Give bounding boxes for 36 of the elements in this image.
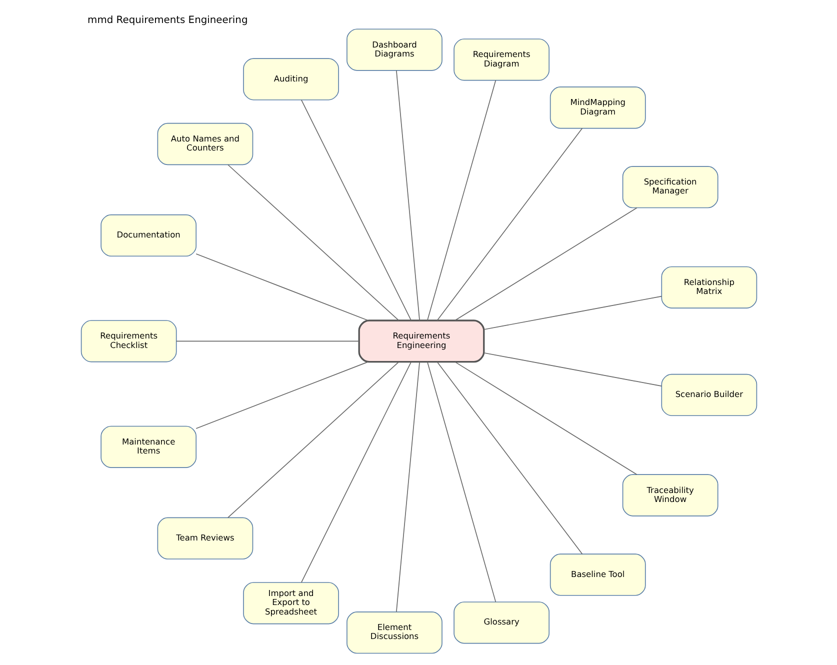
- node-box: MindMapping Diagram: [549, 86, 646, 129]
- node-box: Glossary: [453, 602, 550, 644]
- connector: [436, 361, 582, 554]
- node-box: Team Reviews: [156, 517, 253, 560]
- node-box: Import and Export to Spreadsheet: [242, 582, 338, 624]
- node-box: Dashboard Diagrams: [346, 28, 442, 71]
- node-box: Auditing: [242, 58, 338, 100]
- connector: [195, 253, 368, 321]
- node-box: Maintenance Items: [100, 426, 196, 468]
- node-box: Documentation: [100, 214, 196, 257]
- connector: [426, 361, 496, 602]
- connector: [454, 207, 637, 321]
- connector: [426, 80, 496, 321]
- node-box: Specification Manager: [622, 166, 718, 208]
- node-box: Relationship Matrix: [660, 266, 757, 308]
- connector: [227, 164, 399, 321]
- connector: [396, 70, 420, 321]
- node-box: Requirements Checklist: [80, 320, 176, 362]
- diagram-title: mmd Requirements Engineering: [87, 14, 248, 26]
- connector: [436, 128, 582, 321]
- connector: [300, 100, 412, 321]
- connector: [227, 361, 399, 518]
- connector: [483, 296, 662, 330]
- node-box: Baseline Tool: [549, 554, 646, 596]
- node-box: Scenario Builder: [660, 374, 757, 416]
- node-box: Traceability Window: [622, 474, 718, 516]
- connector: [300, 362, 412, 583]
- connector: [396, 361, 420, 612]
- connector: [454, 362, 637, 475]
- connector: [483, 352, 662, 386]
- node-box: Requirements Engineering: [358, 320, 484, 363]
- node-box: Element Discussions: [346, 612, 442, 654]
- node-box: Requirements Diagram: [453, 38, 550, 81]
- node-box: Auto Names and Counters: [156, 122, 253, 166]
- connector: [176, 340, 359, 342]
- connector: [195, 362, 368, 429]
